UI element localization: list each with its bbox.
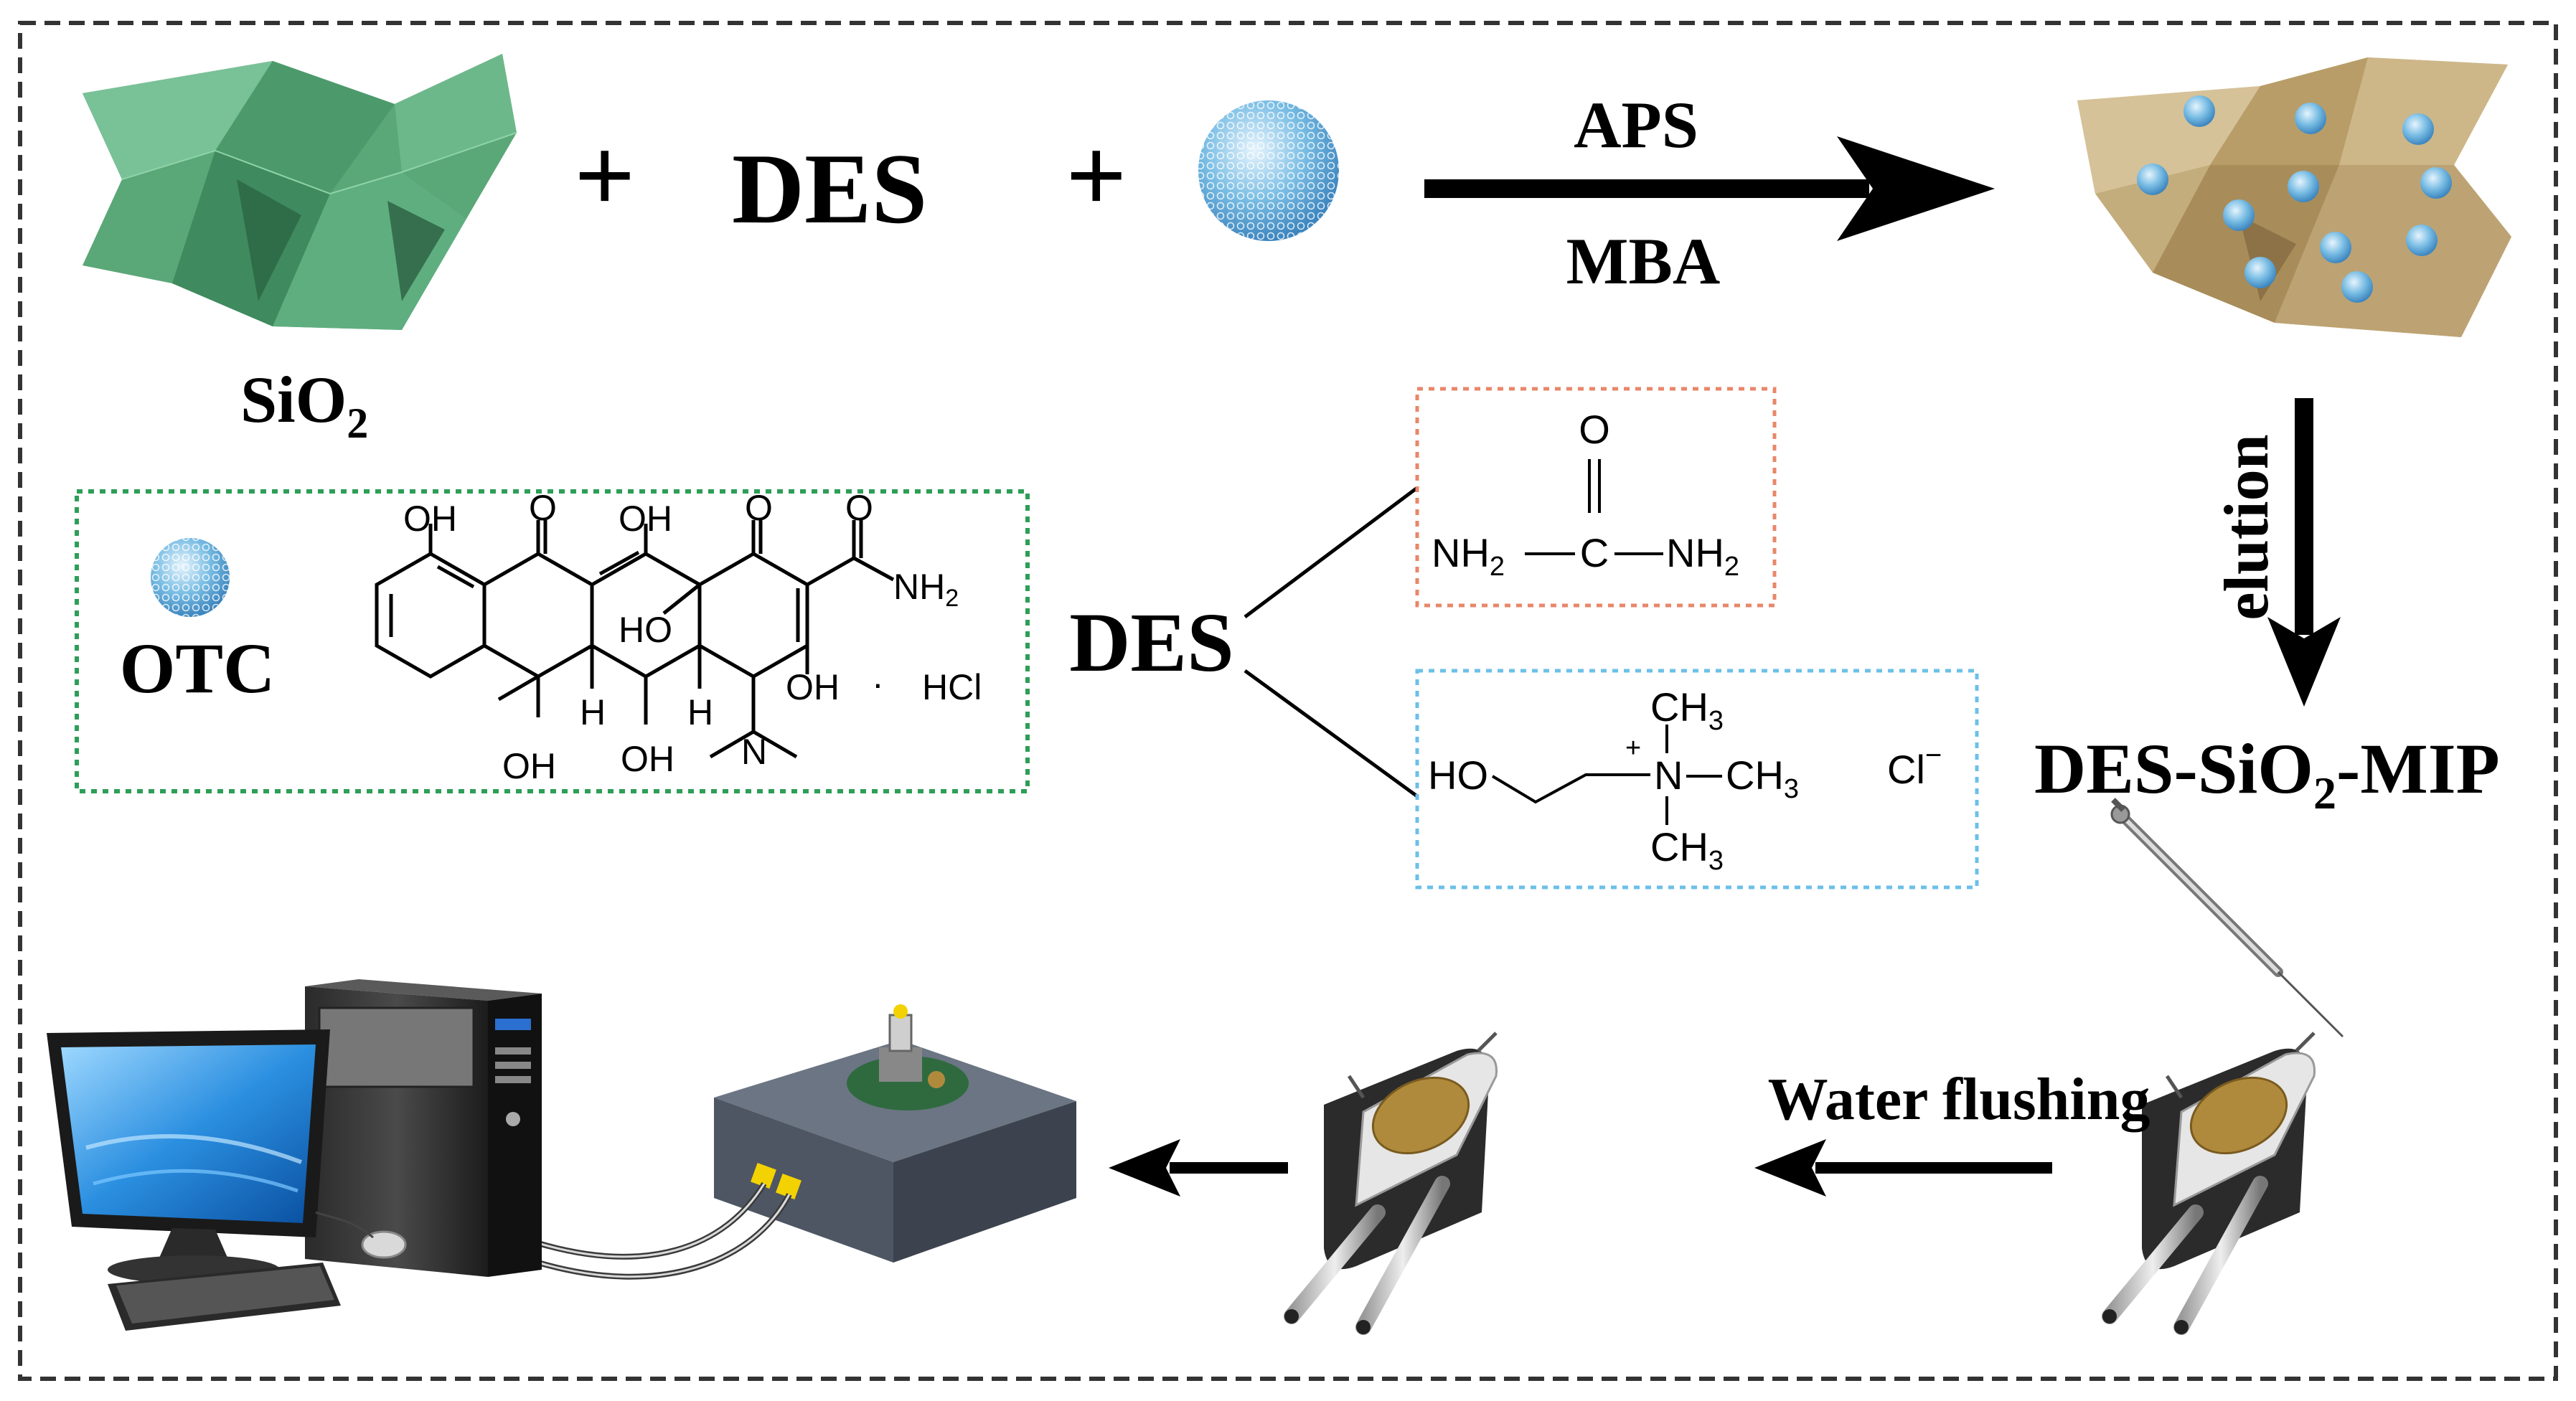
electrochemical-workstation-icon xyxy=(714,1004,1076,1263)
modified-electrode-middle xyxy=(1284,1032,1498,1335)
imprint-site-icons xyxy=(2137,95,2452,303)
elution-label: elution xyxy=(2212,434,2282,620)
svg-text:CH3: CH3 xyxy=(1726,753,1799,804)
elution-arrow xyxy=(2267,398,2341,707)
reaction-arrow xyxy=(1424,136,1995,241)
svg-text:HCl: HCl xyxy=(922,667,982,707)
svg-text:H: H xyxy=(687,692,713,732)
modified-electrode-right xyxy=(2102,1032,2316,1335)
otc-label: OTC xyxy=(120,628,276,708)
product-label: DES-SiO2-MIP xyxy=(2034,729,2500,819)
choline-chloride-structure-box xyxy=(1415,669,1979,890)
water-flushing-arrow xyxy=(1754,1139,2052,1197)
svg-text:N: N xyxy=(741,732,767,772)
svg-text:O: O xyxy=(1579,407,1610,452)
svg-text:OH: OH xyxy=(786,667,840,707)
computer-tower-icon xyxy=(305,979,542,1277)
svg-text:N: N xyxy=(1654,753,1683,798)
svg-text:NH2: NH2 xyxy=(1432,530,1505,582)
microsyringe-icon xyxy=(2110,798,2344,1038)
svg-text:+: + xyxy=(1625,733,1641,763)
silica-sheet-green xyxy=(83,54,517,330)
mouse-icon xyxy=(361,1230,407,1259)
keyboard-icon xyxy=(108,1263,341,1331)
svg-text:OH: OH xyxy=(502,746,556,786)
plus-sign-1: + xyxy=(574,116,635,235)
otc-molecule xyxy=(375,520,895,759)
outer-dashed-frame xyxy=(18,21,2558,1381)
svg-text:O: O xyxy=(529,488,557,528)
svg-text:HO: HO xyxy=(1428,753,1488,798)
des-components-label: DES xyxy=(1069,595,1234,689)
svg-text:OH: OH xyxy=(621,739,674,779)
svg-text:OH: OH xyxy=(403,499,457,539)
mouse-cable xyxy=(315,1211,374,1239)
des-branch-line-upper xyxy=(1244,486,1419,618)
template-sphere-icon xyxy=(1198,100,1339,241)
plus-sign-2: + xyxy=(1066,116,1127,235)
svg-text:CH3: CH3 xyxy=(1650,824,1724,876)
monitor-icon xyxy=(47,1029,330,1284)
svg-text:NH2: NH2 xyxy=(1666,530,1739,582)
des-reactant-label: DES xyxy=(732,133,927,245)
imprinted-silica-sheet xyxy=(2077,57,2511,337)
urea-molecule: O NH2 C NH2 xyxy=(1432,407,1739,582)
svg-text:O: O xyxy=(845,488,873,528)
otc-sphere-icon xyxy=(151,538,230,617)
svg-text:H: H xyxy=(580,692,606,732)
connection-cables-highlight xyxy=(530,1183,791,1278)
otc-atom-labels: OH O OH O O NH2 HO OH · HCl H H N OH OH xyxy=(403,488,982,786)
svg-text:HO: HO xyxy=(619,610,672,650)
svg-text:OH: OH xyxy=(619,499,672,539)
svg-text:O: O xyxy=(745,488,773,528)
aps-label: APS xyxy=(1574,88,1698,161)
silica-label: SiO2 xyxy=(240,363,368,447)
measurement-arrow xyxy=(1109,1139,1288,1197)
otc-structure-box xyxy=(75,489,1030,793)
mba-label: MBA xyxy=(1566,225,1721,298)
svg-text:NH2: NH2 xyxy=(893,567,959,612)
water-flushing-label: Water flushing xyxy=(1768,1066,2150,1133)
choline-chloride-molecule: HO + N CH3 CH3 CH3 Cl− xyxy=(1428,684,1942,876)
svg-text:C: C xyxy=(1580,530,1609,575)
svg-text:·: · xyxy=(872,664,884,704)
svg-text:Cl−: Cl− xyxy=(1887,740,1942,792)
svg-text:CH3: CH3 xyxy=(1650,684,1724,736)
des-branch-line-lower xyxy=(1244,669,1419,798)
